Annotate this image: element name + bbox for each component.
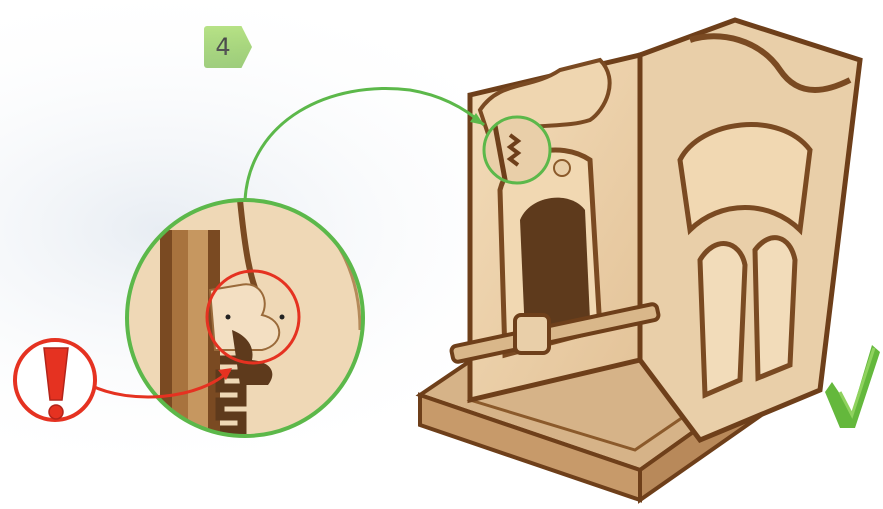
exclamation-icon (15, 340, 95, 420)
logo-stamp (554, 160, 570, 176)
location-marker (484, 117, 550, 185)
side-slot-2 (755, 238, 795, 378)
side-slot-1 (700, 244, 745, 395)
crank-hub (515, 315, 549, 353)
